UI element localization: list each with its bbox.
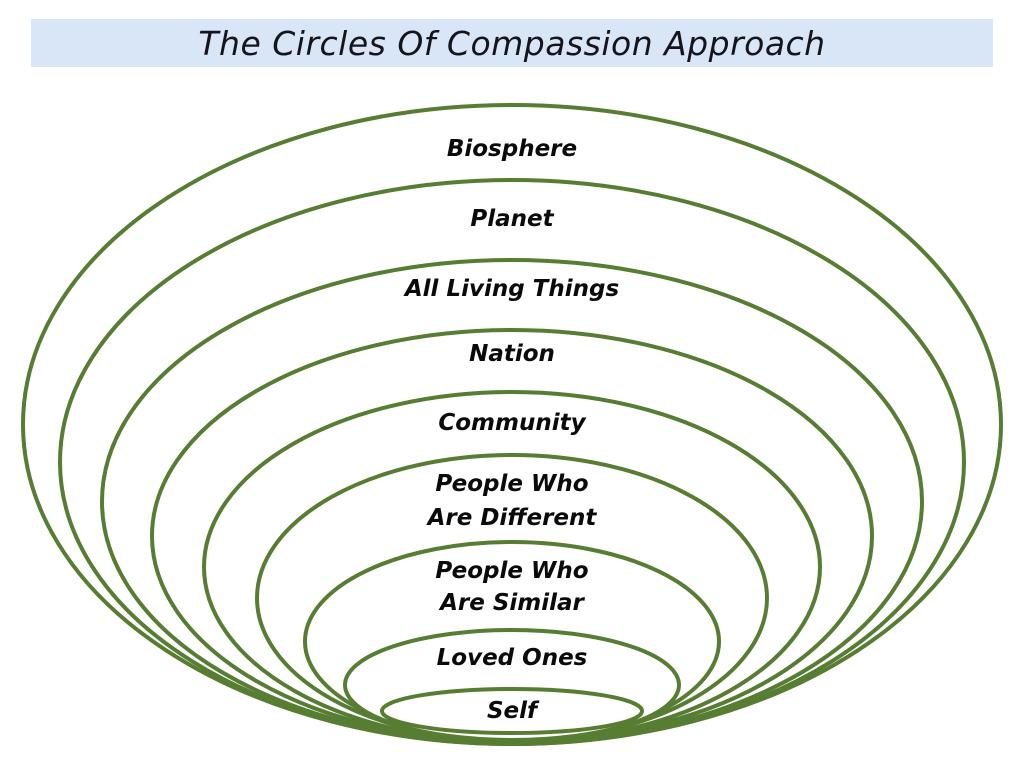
rings-group: [21, 103, 1003, 746]
ring-label-people-who-are-similar-line1: People Who: [435, 558, 588, 584]
ring-labels-group: Biosphere Planet All Living Things Natio…: [403, 136, 619, 724]
ring-label-people-who-are-similar-line2: Are Similar: [438, 590, 585, 616]
ring-label-self: Self: [487, 698, 540, 724]
ring-self: [380, 687, 644, 735]
ring-label-people-who-are-different-line1: People Who: [435, 471, 588, 497]
ring-label-planet: Planet: [470, 206, 554, 232]
ring-label-nation: Nation: [469, 341, 555, 367]
ring-label-all-living-things: All Living Things: [403, 276, 619, 302]
ring-label-community: Community: [438, 410, 586, 436]
ring-label-biosphere: Biosphere: [447, 136, 577, 162]
title-bar: The Circles Of Compassion Approach: [31, 19, 993, 67]
page-title: The Circles Of Compassion Approach: [198, 23, 826, 63]
ring-label-loved-ones: Loved Ones: [437, 645, 588, 671]
ring-label-people-who-are-different-line2: Are Different: [426, 505, 598, 531]
